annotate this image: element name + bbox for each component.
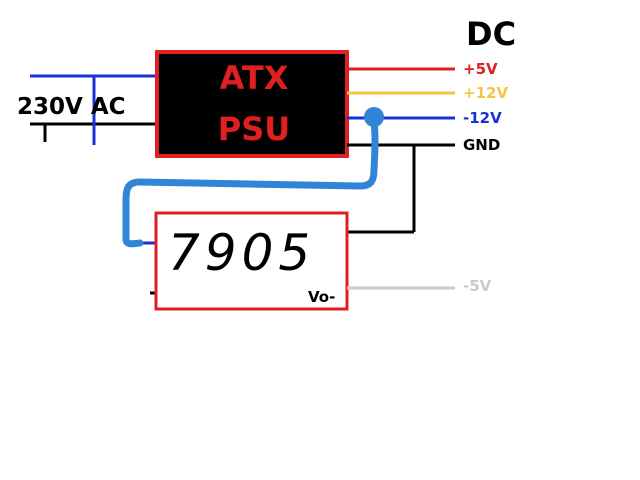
- output-label-plus12: +12V: [463, 84, 508, 102]
- regulated-output-label: -5V: [463, 277, 492, 295]
- regulator-output-pin-label: Vo-: [308, 288, 335, 306]
- output-label-plus5: +5V: [463, 60, 498, 78]
- output-label-minus12: -12V: [463, 109, 502, 127]
- ac-input-label: 230V AC: [17, 94, 126, 120]
- regulator-part-number: 7905: [168, 224, 315, 282]
- regulator-block: [154, 211, 349, 311]
- jumper-wire: [122, 112, 379, 248]
- psu-label-line2: PSU: [218, 110, 290, 148]
- dc-label: DC: [466, 15, 516, 53]
- jumper-junction-dot: [364, 107, 384, 127]
- psu-label-line1: ATX: [220, 59, 289, 97]
- psu-block: [155, 50, 349, 158]
- output-label-gnd: GND: [463, 136, 500, 154]
